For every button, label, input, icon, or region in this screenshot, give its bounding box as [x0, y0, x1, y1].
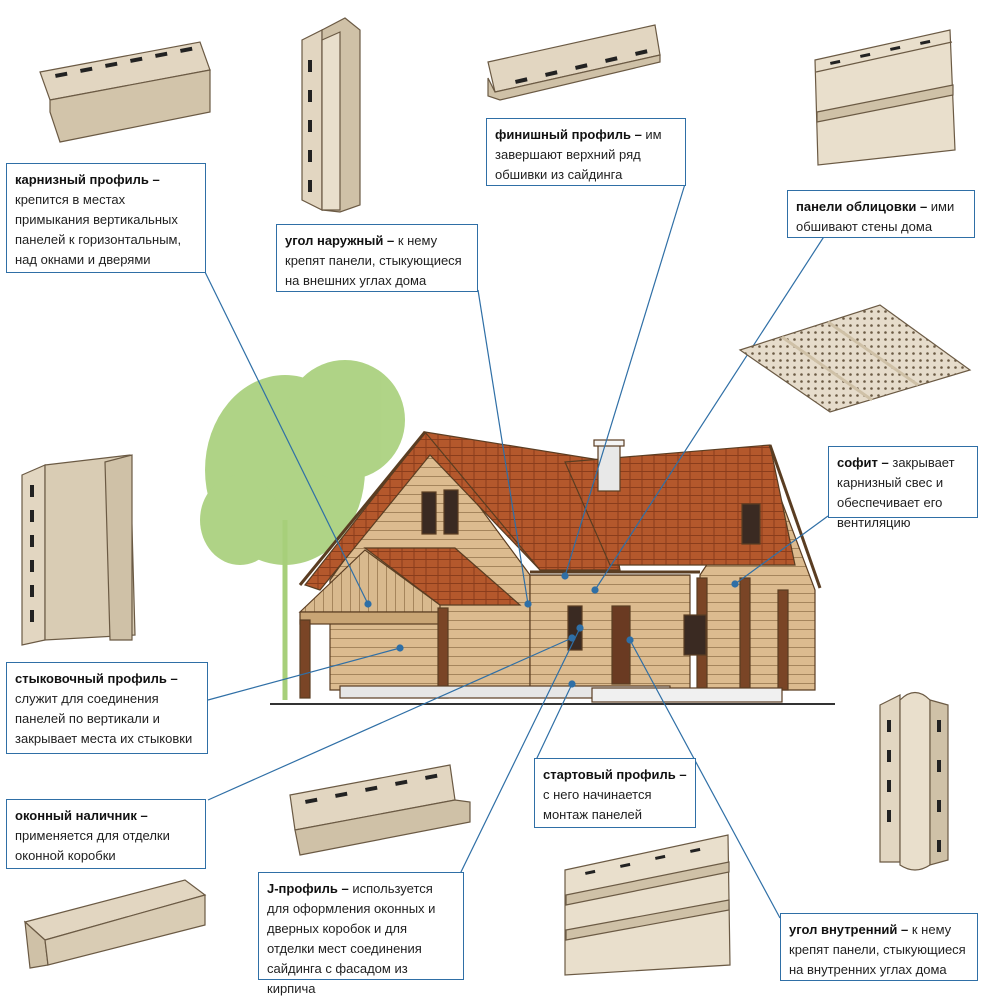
- callout-eaves-profile: карнизный профиль – крепится в местах пр…: [6, 163, 206, 273]
- siding-panel-img: [814, 29, 956, 166]
- window-casing-img: [23, 879, 207, 969]
- callout-j-profile: J-профиль – используется для оформления …: [258, 872, 464, 996]
- soffit-panel-img: [738, 304, 972, 413]
- callout-term: J-профиль –: [267, 881, 349, 896]
- outer-corner-img: [301, 17, 361, 213]
- starter-profile-img: [564, 834, 731, 976]
- callout-term: панели облицовки –: [796, 199, 928, 214]
- callout-outer-corner: угол наружный – к нему крепят панели, ст…: [276, 224, 478, 292]
- eaves-profile-img: [39, 41, 211, 143]
- callout-term: карнизный профиль –: [15, 172, 160, 187]
- house: [270, 431, 835, 705]
- leader-lines: [204, 183, 829, 919]
- callout-term: финишный профиль –: [495, 127, 642, 142]
- callout-term: софит –: [837, 455, 889, 470]
- callout-text: ими обшивают стены дома: [796, 199, 955, 234]
- callout-joint-profile: стыковочный профиль – служит для соедине…: [6, 662, 208, 754]
- callout-term: стартовый профиль –: [543, 767, 687, 782]
- finish-profile-img: [487, 24, 661, 101]
- callout-text: крепится в местах примыкания вертикальны…: [15, 192, 182, 267]
- callout-text: применяется для отделки оконной коробки: [15, 828, 170, 863]
- callout-text: закрывает карнизный свес и обеспечивает …: [837, 455, 955, 530]
- j-profile-img: [289, 764, 471, 856]
- callout-text: им завершают верхний ряд обшивки из сайд…: [495, 127, 662, 182]
- callout-term: стыковочный профиль –: [15, 671, 178, 686]
- callout-text: служит для соединения панелей по вертика…: [15, 691, 193, 746]
- joint-profile-img: [21, 454, 136, 646]
- callout-text: к нему крепят панели, стыкующиеся на вну…: [789, 922, 966, 977]
- callout-starter-profile: стартовый профиль – с него начинается мо…: [534, 758, 696, 828]
- callout-text: используется для оформления оконных и дв…: [267, 881, 436, 996]
- callout-window-casing: оконный наличник – применяется для отдел…: [6, 799, 206, 869]
- callout-term: угол внутренний –: [789, 922, 909, 937]
- inner-corner-img: [879, 691, 949, 871]
- callout-inner-corner: угол внутренний – к нему крепят панели, …: [780, 913, 978, 981]
- callout-term: угол наружный –: [285, 233, 395, 248]
- callout-soffit: софит – закрывает карнизный свес и обесп…: [828, 446, 978, 530]
- callout-text: с него начинается монтаж панелей: [543, 787, 652, 822]
- callout-text: к нему крепят панели, стыкующиеся на вне…: [285, 233, 462, 288]
- callout-finish-profile: финишный профиль – им завершают верхний …: [486, 118, 686, 186]
- callout-facing-panels: панели облицовки – ими обшивают стены до…: [787, 190, 975, 238]
- callout-term: оконный наличник –: [15, 808, 148, 823]
